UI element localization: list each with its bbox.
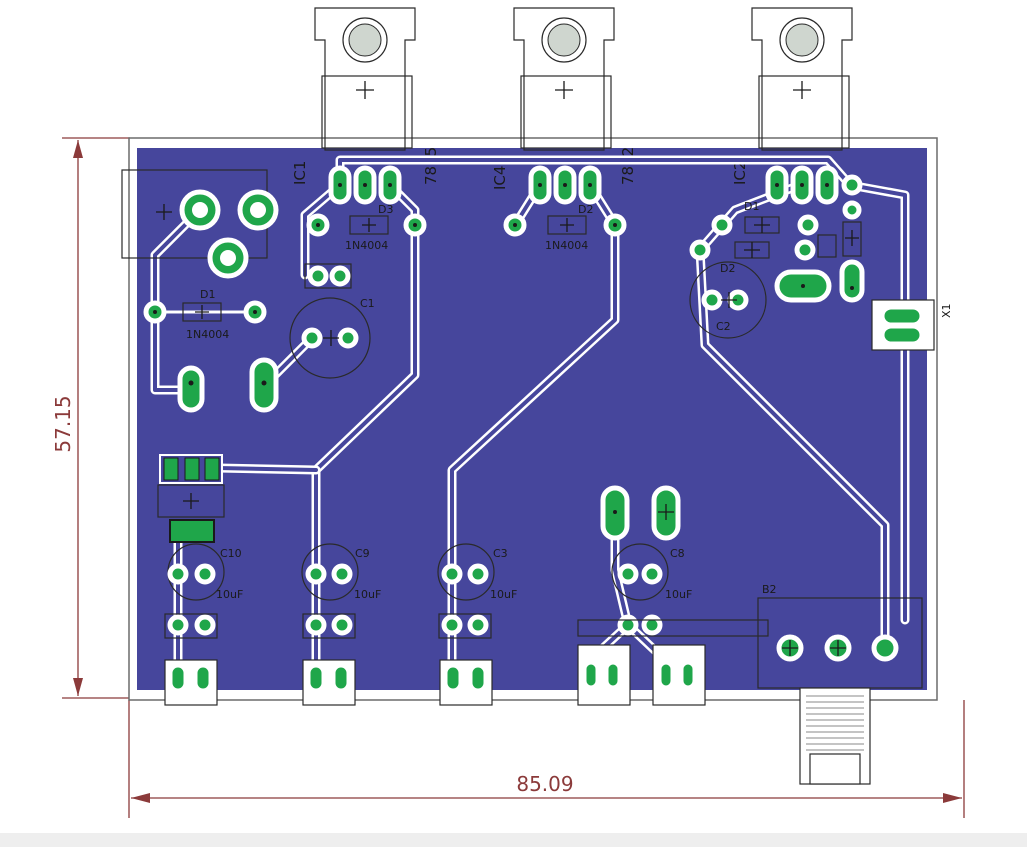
ic4-ref-label: IC4	[491, 166, 509, 190]
dimension-width: 85.09	[128, 700, 965, 818]
ic4-pins	[528, 165, 602, 205]
capacitor-c10: C10 10uF	[164, 543, 243, 706]
width-dimension-label: 85.09	[516, 772, 573, 796]
d2-ref-label: D2	[578, 203, 593, 216]
c2-ref-label: C2	[716, 320, 731, 333]
regulator-ic4	[513, 7, 615, 151]
smd-pad-group	[157, 454, 225, 543]
oval-pad	[177, 365, 205, 413]
regulator-ic1	[314, 7, 416, 151]
diode-d2-neg: D2	[689, 239, 816, 275]
ic2-ref-label: IC2	[731, 161, 749, 185]
connector-x1: X1	[871, 299, 953, 351]
c3-value-label: 10uF	[490, 588, 517, 601]
c9-ref-label: C9	[355, 547, 370, 560]
d3-ref-label: D3	[378, 203, 393, 216]
capacitor-c1: C1	[289, 297, 375, 379]
c1-ref-label: C1	[360, 297, 375, 310]
c8-ref-label: C8	[670, 547, 685, 560]
diode-d1-neg: D1	[711, 200, 819, 236]
d3-part-label: 1N4004	[345, 239, 388, 252]
vertical-diode	[839, 200, 865, 303]
c8-value-label: 10uF	[665, 588, 692, 601]
ic1-ref-label: IC1	[291, 161, 309, 185]
c10-value-label: 10uF	[216, 588, 243, 601]
capacitor-small-1	[304, 263, 352, 289]
dc-jack	[121, 169, 279, 279]
diode-d2: 1N4004 D2	[503, 203, 627, 252]
regulator-ic2	[751, 7, 853, 151]
height-dimension-label: 57.15	[51, 395, 75, 452]
ic4-part-label: 7812	[619, 147, 637, 185]
d1-neg-ref-label: D1	[744, 200, 759, 213]
capacitor-c8: C8 10uF	[577, 485, 769, 706]
d1-part-label: 1N4004	[186, 328, 229, 341]
capacitor-c2: C2	[689, 261, 767, 339]
dimension-height: 57.15	[51, 137, 130, 699]
c10-ref-label: C10	[220, 547, 242, 560]
b2-ref-label: B2	[762, 583, 777, 596]
capacitor-c3: C3 10uF	[437, 543, 517, 706]
c9-value-label: 10uF	[354, 588, 381, 601]
ic1-part-label: 7815	[422, 147, 440, 185]
d2-neg-ref-label: D2	[720, 262, 735, 275]
status-strip	[0, 833, 1027, 847]
ic1-pins	[328, 165, 402, 205]
c3-ref-label: C3	[493, 547, 508, 560]
d2-part-label: 1N4004	[545, 239, 588, 252]
copper-pour	[137, 148, 927, 690]
x1-ref-label: X1	[940, 303, 953, 318]
capacitor-c9: C9 10uF	[301, 543, 381, 706]
ic2-pins	[765, 165, 863, 205]
connector-b2: B2	[757, 583, 923, 785]
d1-ref-label: D1	[200, 288, 215, 301]
diode-d1: 1N4004 D1	[143, 288, 267, 341]
diode-d3: 1N4004 D3	[306, 203, 427, 252]
